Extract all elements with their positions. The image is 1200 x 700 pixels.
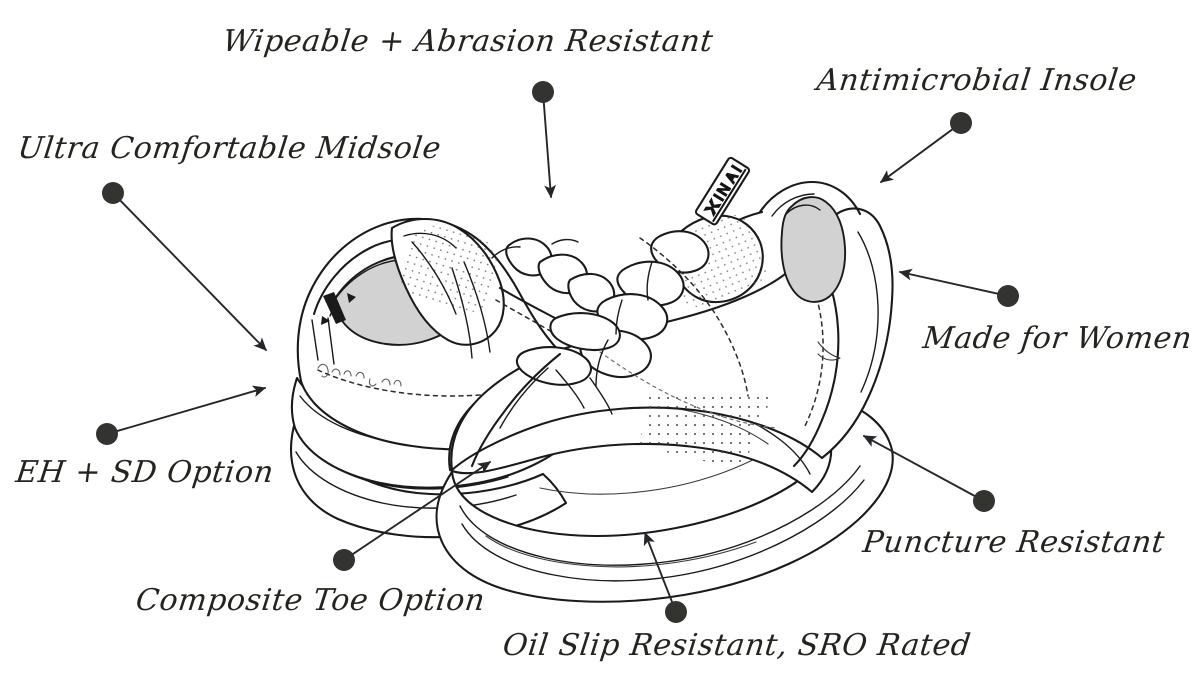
callout-dot-ultra-comfortable-midsole[interactable] — [102, 182, 124, 204]
callout-dot-antimicrobial-insole[interactable] — [950, 112, 972, 134]
callout-label-wipeable: Wipeable + Abrasion Resistant — [220, 24, 716, 59]
callout-leader-line-puncture-resistant — [862, 435, 977, 498]
callout-leader-line-wipeable — [542, 101, 557, 199]
callout-dot-made-for-women[interactable] — [997, 285, 1019, 307]
callout-label-puncture-resistant: Puncture Resistant — [860, 525, 1167, 560]
callout-leader-line-oil-slip-resistant — [643, 531, 674, 604]
callout-dot-composite-toe-option[interactable] — [333, 549, 355, 571]
callout-label-made-for-women: Made for Women — [920, 321, 1195, 356]
callout-label-ultra-comfortable-midsole: Ultra Comfortable Midsole — [15, 131, 444, 166]
callout-leader-line-antimicrobial-insole — [880, 127, 954, 183]
back-shoe-side-script — [317, 363, 402, 387]
callout-leader-line-eh-sd-option — [115, 385, 267, 433]
back-shoe-logo — [321, 292, 356, 325]
callout-dot-oil-slip-resistant[interactable] — [665, 601, 687, 623]
callout-dot-wipeable[interactable] — [532, 81, 554, 103]
callout-label-oil-slip-resistant: Oil Slip Resistant, SRO Rated — [500, 628, 973, 663]
front-shoe — [435, 156, 894, 603]
callout-leader-line-ultra-comfortable-midsole — [119, 199, 267, 351]
callout-label-eh-sd-option: EH + SD Option — [13, 455, 276, 490]
callout-leader-line-made-for-women — [898, 268, 1000, 295]
perforation-cluster — [640, 396, 772, 470]
brand-tag — [694, 156, 751, 226]
callout-dot-eh-sd-option[interactable] — [96, 423, 118, 445]
callout-dot-puncture-resistant[interactable] — [973, 490, 995, 512]
callout-leader-line-composite-toe-option — [351, 461, 491, 556]
callout-label-composite-toe-option: Composite Toe Option — [133, 583, 488, 618]
callout-label-antimicrobial-insole: Antimicrobial Insole — [814, 63, 1139, 98]
